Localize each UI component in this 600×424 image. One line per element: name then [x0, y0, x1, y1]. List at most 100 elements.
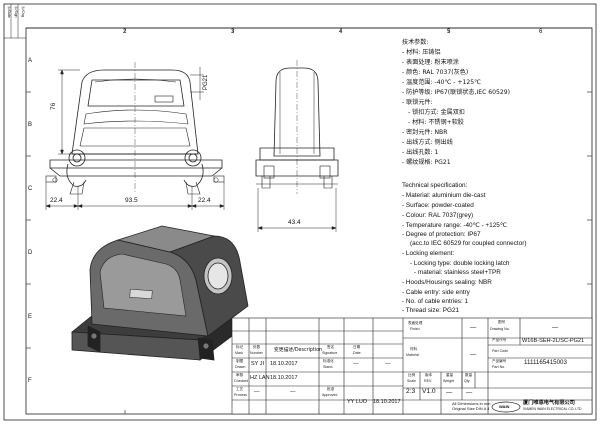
- side-strip-sign: Ⓐ/Sign: [14, 6, 18, 18]
- spec-en-line: - Surface: powder-coated: [402, 202, 474, 209]
- standard-cn: 标准化: [323, 359, 334, 363]
- approved-en: Approved: [322, 393, 338, 397]
- material-value: —: [470, 351, 477, 358]
- scale-cn: 比例: [408, 373, 416, 377]
- part-no-value: 1111165415003: [524, 359, 567, 366]
- isometric-view: [70, 225, 249, 361]
- spec-cn-line: - 出线孔数: 1: [402, 149, 439, 156]
- rev-cn: 版本: [425, 373, 433, 377]
- row-letter-e: E: [28, 314, 33, 320]
- wain-logo-icon: [491, 401, 521, 413]
- spec-en-line: - material: stainless steel+TPR: [414, 269, 501, 276]
- company-en: XIAMEN WAIN ELECTRICAL CO.,LTD: [523, 407, 582, 411]
- drawn-cn: 制图: [236, 359, 244, 363]
- material-en: Material: [406, 353, 419, 357]
- spec-en-line: - Hoods/Housings sealing: NBR: [402, 279, 492, 286]
- size-note: Original Size DIN A 4: [452, 406, 490, 411]
- spec-cn-line: - 螺纹规格: PG21: [402, 159, 451, 166]
- part-no-en: Part No.: [492, 365, 506, 369]
- spec-cn-line: - 表面处理: 粉末喷涂: [402, 59, 459, 66]
- process-cn: 工艺: [236, 387, 244, 391]
- process-en: Process: [234, 393, 247, 397]
- row-letter-f: F: [28, 378, 32, 384]
- checked-en: Checked: [234, 379, 249, 383]
- surface-finish-en: Finish: [410, 327, 420, 331]
- rev-mark-cn: 标记: [236, 345, 244, 349]
- part-code-value: W16B-SEH-2L/SC-PG21: [522, 338, 585, 344]
- spec-en-heading: Technical specification:: [402, 182, 468, 189]
- spec-cn-line: - 温度范围: -40℃ - +125℃: [402, 79, 481, 86]
- drawn-date: 18.10.2017: [270, 361, 298, 367]
- spec-en-line: - Colour: RAL 7037(grey): [402, 212, 474, 219]
- drawn-en: Drawn: [235, 365, 246, 369]
- rev-sign-cn: 签名: [327, 345, 335, 349]
- checked-name: HZ LAN: [250, 375, 270, 381]
- part-no-cn: 产品编号: [492, 359, 507, 363]
- checked-date: 18.10.2017: [270, 375, 298, 381]
- process-name: —: [254, 389, 260, 395]
- front-view: [45, 69, 225, 195]
- standard-name: —: [353, 361, 359, 367]
- rev-mark-en: Mark: [235, 351, 243, 355]
- side-strip-chg: Ⓐ/Chg: [21, 6, 25, 17]
- standard-en: Stand.: [323, 365, 334, 369]
- spec-en-line: - Cable entry: side entry: [402, 289, 470, 296]
- company-cn: 厦门唯恩电气有限公司: [523, 400, 575, 406]
- material-cn: 材料: [410, 347, 418, 351]
- rev-desc: 变更描述/Description: [274, 348, 323, 353]
- spec-en-line: (acc.to IEC 60529 for coupled connector): [410, 240, 527, 247]
- spec-en-line: - Temperature range: -40℃ - +125℃: [402, 222, 507, 229]
- spec-cn-line: - 颜色: RAL 7037(灰色): [402, 69, 469, 76]
- dimension-side-width: 43.4: [288, 219, 301, 226]
- column-number-5: 5: [447, 29, 451, 35]
- column-number-6: 6: [539, 29, 543, 35]
- row-letter-c: C: [28, 186, 33, 192]
- rev-date-cn: 日期: [353, 345, 361, 349]
- qty-cn: 数量: [465, 373, 473, 377]
- drawing-no-cn: 图号: [498, 320, 506, 324]
- row-letter-a: A: [28, 58, 33, 64]
- spec-en-line: - Locking type: double locking latch: [410, 260, 510, 267]
- qty-en: Qty.: [464, 379, 471, 383]
- spec-en-line: - No. of cable entries: 1: [402, 298, 469, 305]
- checked-cn: 审核: [236, 373, 244, 377]
- scale-en: Scale: [407, 379, 416, 383]
- rev-sign-en: Signature: [322, 351, 338, 355]
- column-number-3: 3: [231, 29, 235, 35]
- dimension-height: 76: [50, 102, 57, 110]
- drawing-no-en: Drawing No.: [490, 327, 510, 331]
- surface-finish-cn: 表面处理: [408, 321, 423, 325]
- spec-cn-line: - 防护等级: IP67(联锁状态,IEC 60529): [402, 89, 511, 96]
- part-code-en-label: Part Code: [492, 349, 509, 353]
- weight-en: Weight: [443, 379, 455, 383]
- dimension-lines: [45, 67, 225, 210]
- rev-date-en: Date: [353, 351, 361, 355]
- column-number-2: 2: [123, 29, 127, 35]
- spec-en-line: - Degree of protection: IP67: [402, 231, 481, 238]
- spec-cn-line: - 材料: 不锈钢+软胶: [408, 119, 464, 126]
- approved-cn: 批准: [327, 387, 335, 391]
- drawn-name: SY JI: [251, 361, 265, 367]
- process-date: —: [290, 389, 296, 395]
- spec-cn-line: - 出线方式: 侧出线: [402, 139, 453, 146]
- spec-en-line: - Material: aluminium die-cast: [402, 192, 486, 199]
- title-block-grid: [231, 317, 593, 415]
- spec-cn-line: - 材料: 压铸铝: [402, 49, 441, 56]
- spec-cn-line: - 锁扣方式: 金属双扣: [408, 109, 465, 116]
- spec-cn-heading: 技术参数:: [402, 39, 429, 46]
- rev-count-cn: 处数: [253, 345, 261, 349]
- standard-date: —: [385, 361, 391, 367]
- rev-value: V1.0: [422, 388, 436, 395]
- spec-cn-line: - 密封元件: NBR: [402, 129, 448, 136]
- row-letter-b: B: [28, 122, 33, 128]
- dims-note: All Dimensions in mm: [452, 401, 491, 406]
- dimension-width: 93.5: [125, 197, 138, 204]
- dimension-left-offset: 22.4: [50, 197, 63, 204]
- dimension-right-offset: 22.4: [198, 197, 211, 204]
- qty-value: —: [466, 389, 473, 396]
- weight-cn: 重量: [446, 373, 454, 377]
- dimension-thread: PG21: [203, 74, 209, 90]
- row-letter-d: D: [28, 250, 33, 256]
- approved-name: YY LUO: [347, 399, 368, 405]
